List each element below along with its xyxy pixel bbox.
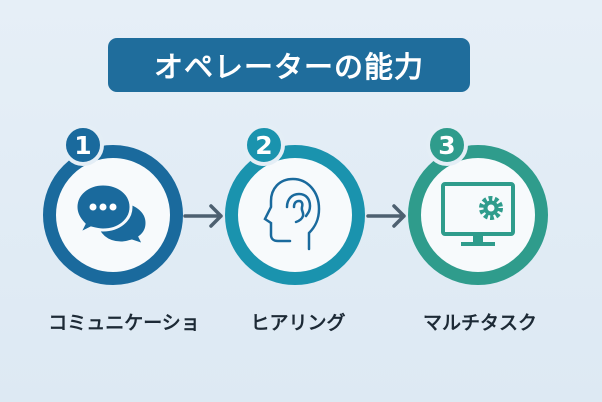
- step-number: 3: [438, 130, 456, 160]
- step-2-circle: [225, 145, 365, 285]
- speech-bubbles-icon: [74, 182, 149, 248]
- arrow-right-icon: [366, 204, 406, 228]
- step-1-label: コミュニケーショ: [48, 312, 200, 334]
- step-3-circle: [408, 145, 548, 285]
- step-number: 1: [74, 130, 92, 160]
- page-title: オペレーターの能力: [108, 38, 470, 92]
- step-3-badge: 3: [426, 124, 468, 166]
- step-number: 2: [255, 130, 273, 160]
- step-1-circle: [43, 145, 183, 285]
- step-1-badge: 1: [62, 124, 104, 166]
- step-3-label: マルチタスク: [422, 312, 537, 334]
- ear-head-icon: [263, 177, 321, 251]
- monitor-gear-icon: [441, 182, 515, 246]
- step-2-badge: 2: [243, 124, 285, 166]
- step-2-label: ヒアリング: [250, 312, 346, 334]
- arrow-right-icon: [183, 204, 223, 228]
